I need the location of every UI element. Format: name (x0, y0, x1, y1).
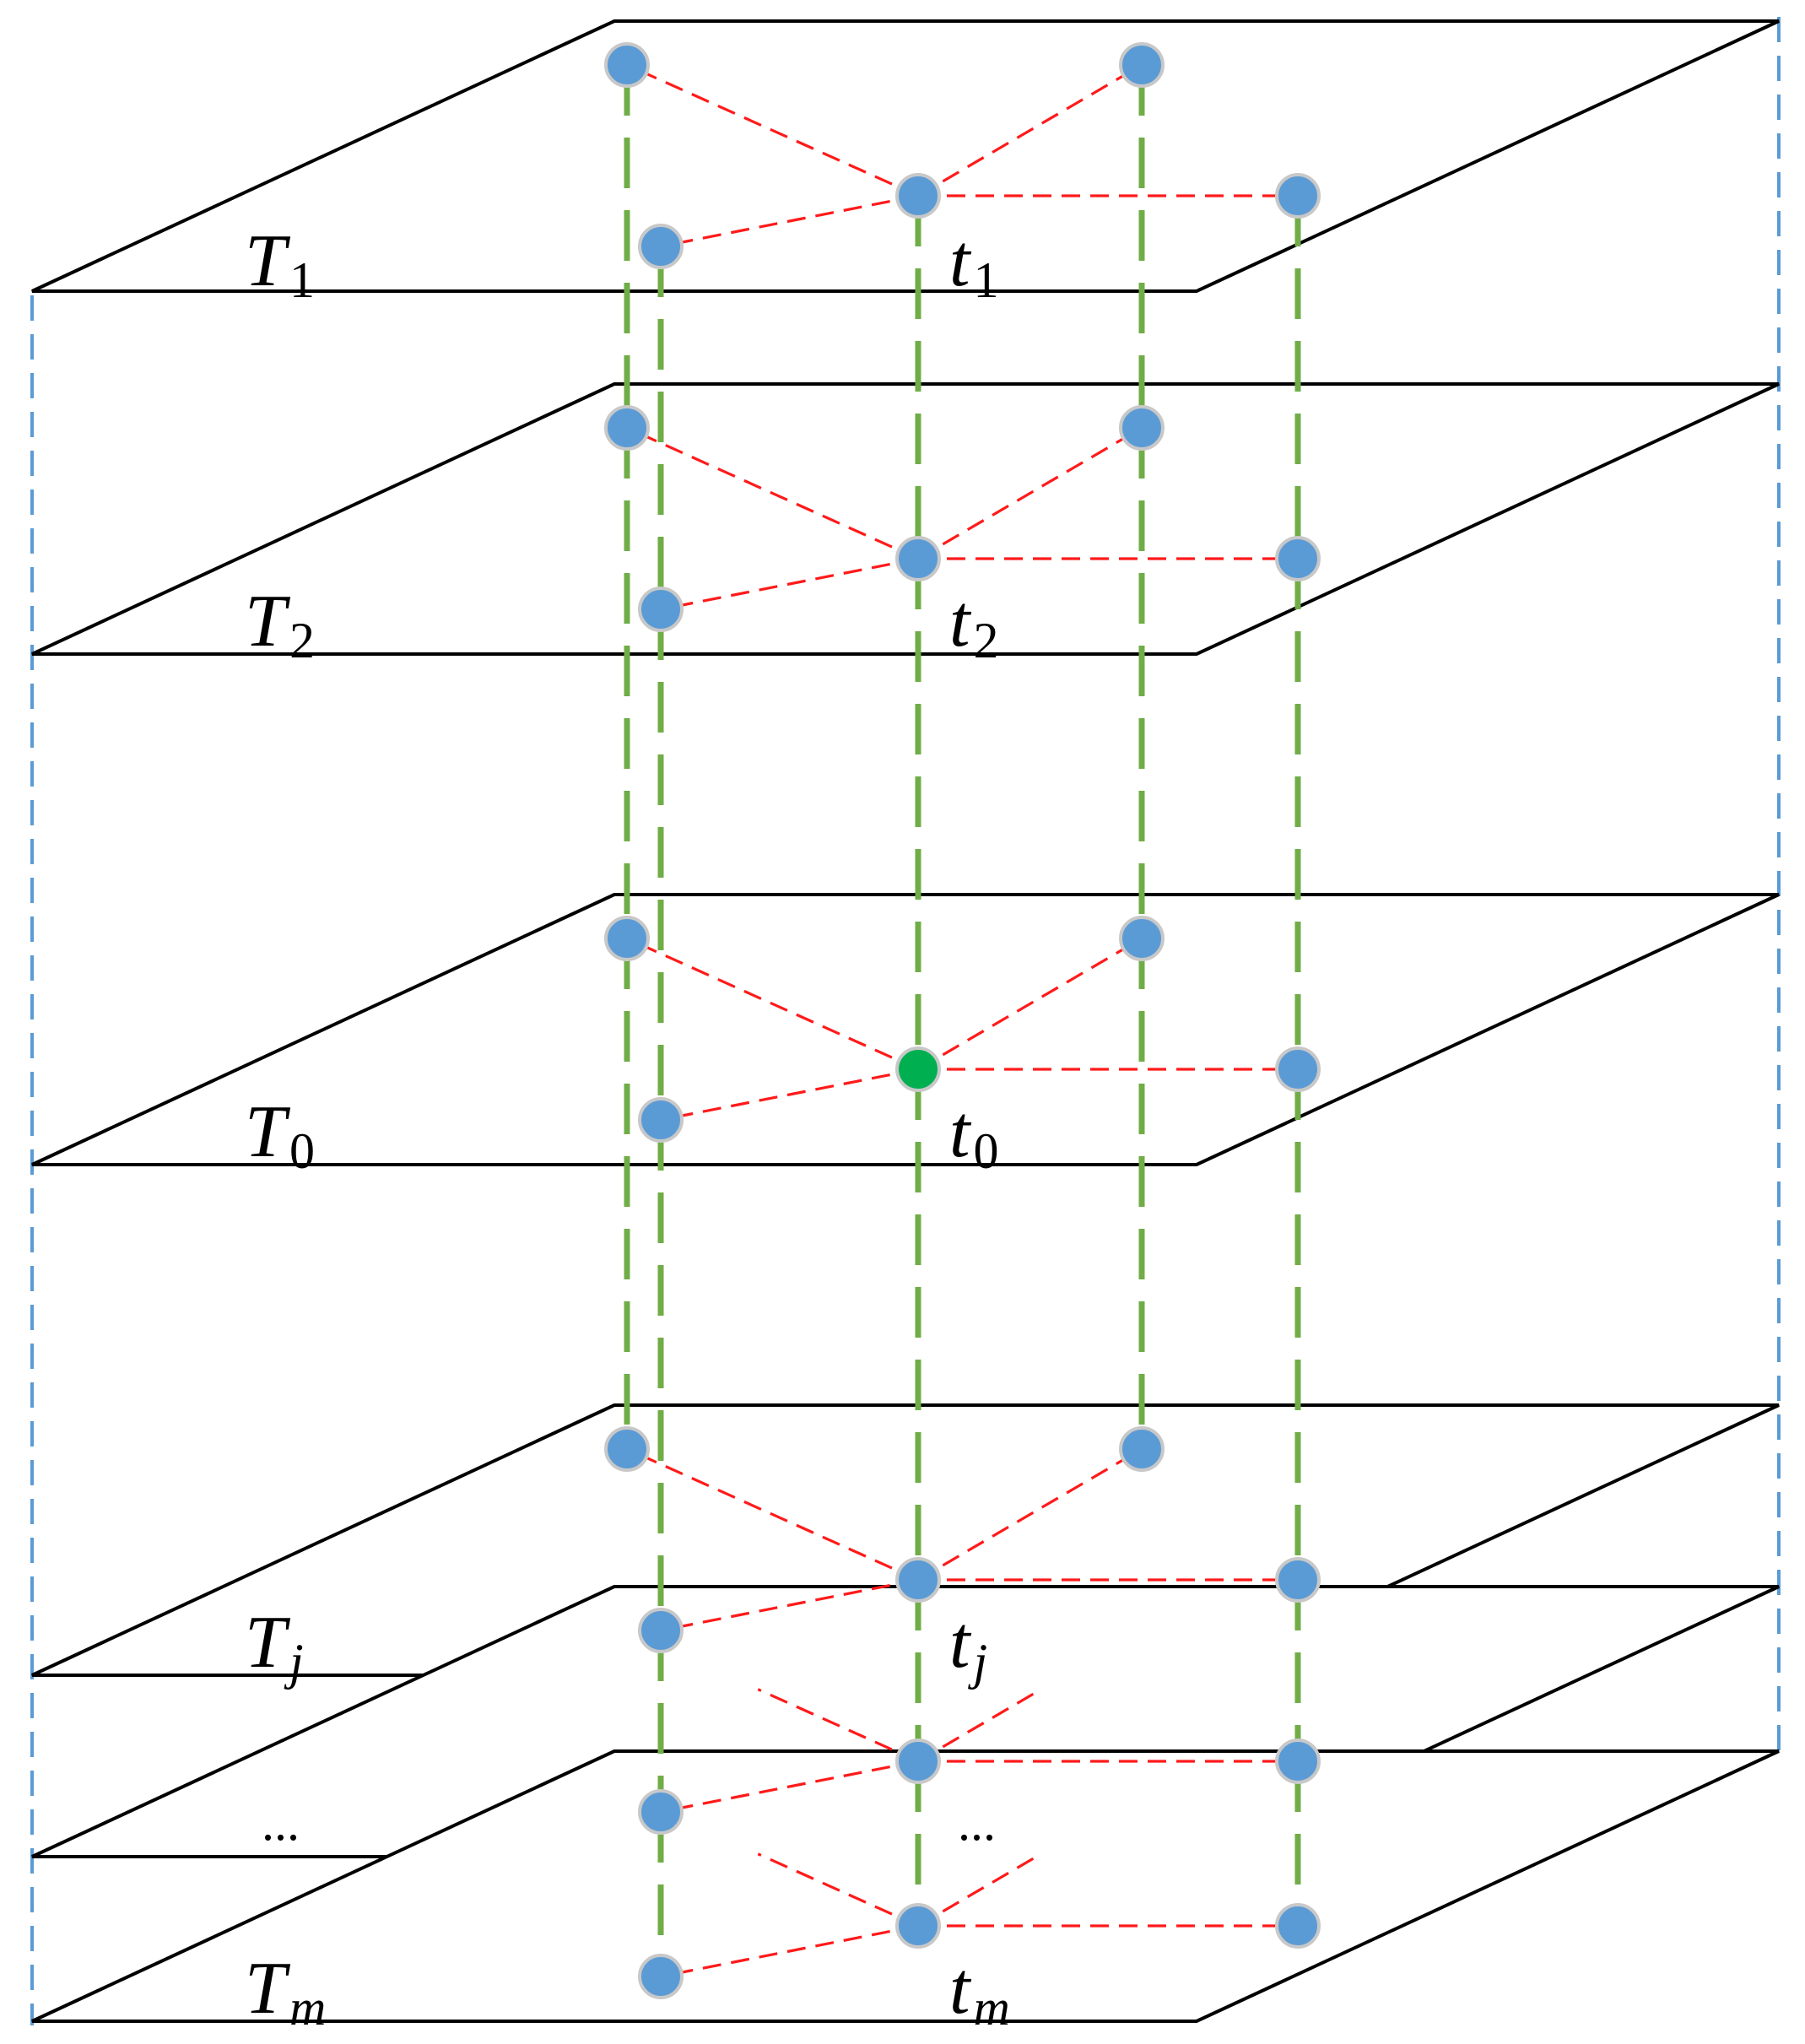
node-T0 (1275, 1046, 1321, 1092)
node-label-T1: t1 (949, 220, 998, 308)
node-Tm (638, 1954, 684, 1999)
layer-label-T1: T1 (245, 220, 315, 308)
layer-edge (917, 63, 1143, 197)
outer-boundary-lines (30, 17, 1781, 2025)
layer-edge (660, 194, 919, 248)
node-T0 (1119, 916, 1165, 961)
node-T1 (1275, 173, 1321, 219)
vertical-links (624, 65, 1301, 1976)
layer-edge (626, 937, 919, 1071)
node-Tj (638, 1608, 684, 1653)
layer-edge (626, 63, 919, 197)
layer-plane-Tm (31, 1749, 1780, 2023)
node-Tm (895, 1903, 941, 1949)
node-T2 (1119, 405, 1165, 451)
node-T1 (1119, 42, 1165, 88)
layer-edge (660, 557, 919, 611)
layer-edge (660, 1924, 919, 1978)
node-T1 (638, 224, 684, 269)
layer-edge (757, 1688, 919, 1763)
node-T2 (604, 405, 650, 451)
layer-nodes (604, 42, 1321, 1999)
node-T1 (895, 173, 941, 219)
layer-label-T2: T2 (245, 581, 315, 668)
node-label-Tm: tm (949, 1948, 1010, 2036)
node-Tj (604, 1426, 650, 1472)
layer-edge (917, 937, 1143, 1071)
node-Tj (895, 1557, 941, 1603)
node-T2 (1275, 536, 1321, 581)
layer-plane-T0 (31, 893, 1780, 1166)
node-T1 (604, 42, 650, 88)
node-label-ellipsis: ... (958, 1795, 996, 1851)
node-Tj (1275, 1557, 1321, 1603)
node-T2 (638, 587, 684, 632)
layer-edge (757, 1852, 919, 1928)
node-T0 (638, 1097, 684, 1143)
center-node-T0 (895, 1046, 941, 1092)
node-Tj (1119, 1426, 1165, 1472)
layer-edge (917, 1688, 1042, 1763)
node-label-T2: t2 (949, 581, 998, 668)
node-ellipsis (1275, 1738, 1321, 1784)
layer-plane-T1 (31, 19, 1780, 293)
layer-label-Tm: Tm (245, 1948, 326, 2036)
layer-label-ellipsis: ... (262, 1795, 300, 1851)
intra-layer-edges (626, 63, 1298, 1978)
layer-edge (917, 1852, 1042, 1928)
node-T2 (895, 536, 941, 581)
layer-edge (660, 1760, 919, 1814)
layer-edge (917, 426, 1143, 560)
node-T0 (604, 916, 650, 961)
layer-edge (626, 1447, 919, 1582)
layer-edge (626, 426, 919, 560)
node-ellipsis (638, 1789, 684, 1835)
layer-edge (917, 1447, 1143, 1582)
layer-label-T0: T0 (245, 1091, 315, 1179)
layer-planes (31, 19, 1780, 2023)
node-Tm (1275, 1903, 1321, 1949)
layer-plane-T2 (31, 382, 1780, 656)
layer-label-Tj: Tj (245, 1602, 304, 1690)
node-ellipsis (895, 1738, 941, 1784)
layer-edge (660, 1068, 919, 1122)
node-label-T0: t0 (949, 1091, 998, 1179)
layer-edge (660, 1578, 919, 1632)
